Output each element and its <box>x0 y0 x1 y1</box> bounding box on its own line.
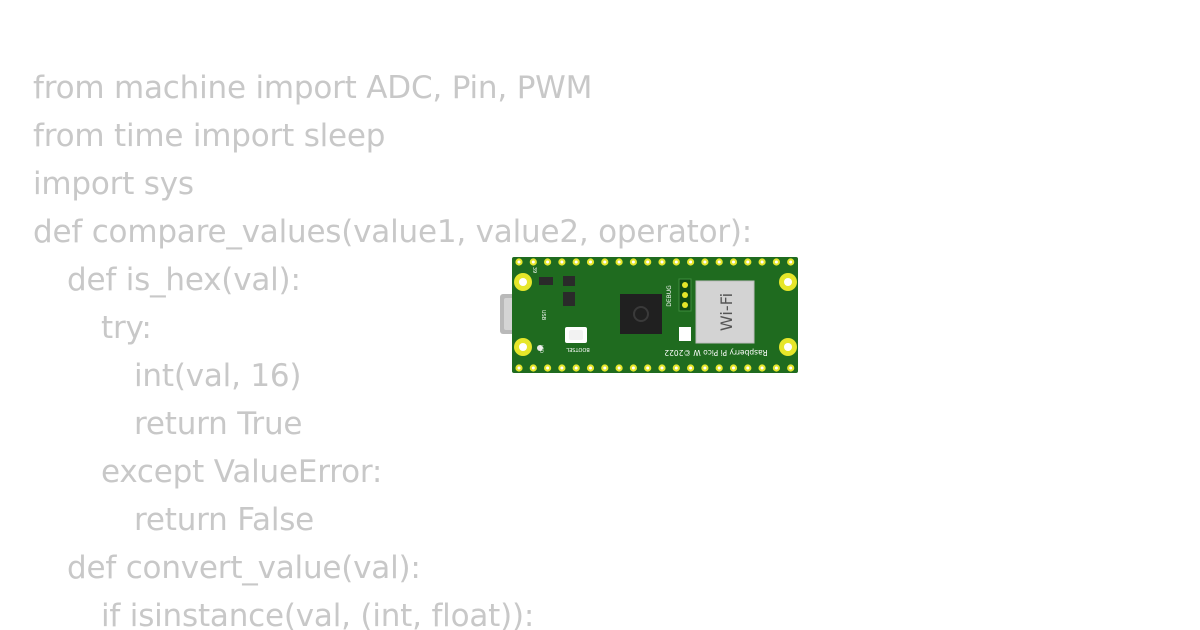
pin-row-top <box>515 258 795 266</box>
pin-hole <box>760 260 764 264</box>
rp2040-chip <box>620 294 662 334</box>
code-line: def compare_values(value1, value2, opera… <box>33 214 753 250</box>
mounting-hole <box>779 338 797 356</box>
code-line: from time import sleep <box>33 118 386 154</box>
pin-hole <box>603 366 607 370</box>
mounting-hole <box>514 338 532 356</box>
pico-w-board[interactable]: Wi-Fi Raspberry Pi Pico W ©2022 DEBUG US… <box>498 254 800 376</box>
pin-hole <box>646 260 650 264</box>
code-line: def is_hex(val): <box>67 262 301 298</box>
pin-hole <box>574 366 578 370</box>
led-label: LED <box>539 345 544 353</box>
code-line: if isinstance(val, (int, float)): <box>101 598 535 630</box>
pin-hole <box>689 260 693 264</box>
pin-hole <box>689 366 693 370</box>
pin-hole <box>560 260 564 264</box>
pin-hole <box>517 260 521 264</box>
pin-hole <box>631 366 635 370</box>
pin-number-label: 39 <box>531 266 537 274</box>
code-line: import sys <box>33 166 194 202</box>
pin-hole <box>574 260 578 264</box>
pin-hole <box>774 366 778 370</box>
pin-hole <box>660 260 664 264</box>
code-line: return True <box>134 406 303 442</box>
pin-hole <box>717 366 721 370</box>
pin-hole <box>617 366 621 370</box>
code-line: try: <box>101 310 152 346</box>
pin-hole <box>674 366 678 370</box>
pin-hole <box>732 366 735 370</box>
mounting-hole <box>514 273 532 291</box>
pin-hole <box>760 366 764 370</box>
code-line: return False <box>134 502 315 538</box>
component <box>539 277 553 285</box>
pin-hole <box>646 366 650 370</box>
debug-label: DEBUG <box>666 285 673 307</box>
usb-label: USB <box>540 309 546 321</box>
pin-hole <box>703 366 707 370</box>
pin-hole <box>546 260 550 264</box>
pin-hole <box>631 260 635 264</box>
pin-hole <box>560 366 564 370</box>
code-line: def convert_value(val): <box>67 550 421 586</box>
led-indicator <box>537 345 543 351</box>
pin-hole <box>517 366 521 370</box>
code-line: except ValueError: <box>101 454 383 490</box>
pin-hole <box>589 366 592 370</box>
pin-hole <box>732 260 735 264</box>
pin-hole <box>746 260 750 264</box>
pin-hole <box>674 260 678 264</box>
pin-row-bottom <box>515 364 795 372</box>
pin-hole <box>589 260 592 264</box>
pin-hole <box>703 260 707 264</box>
pin-hole <box>603 260 607 264</box>
pin-hole <box>660 366 664 370</box>
pin-hole <box>531 366 535 370</box>
code-line: int(val, 16) <box>134 358 302 394</box>
pin-hole <box>789 260 793 264</box>
mounting-hole <box>779 273 797 291</box>
pin-hole <box>531 260 535 264</box>
code-line: from machine import ADC, Pin, PWM <box>33 70 593 106</box>
bootsel-button[interactable] <box>565 327 587 343</box>
model-label: Raspberry Pi Pico W ©2022 <box>664 348 768 357</box>
wifi-label: Wi-Fi <box>717 292 736 332</box>
component <box>679 327 691 341</box>
pin-hole <box>717 260 721 264</box>
pin-hole <box>746 366 750 370</box>
pin-hole <box>546 366 550 370</box>
pin-hole <box>617 260 621 264</box>
wifi-module <box>695 280 755 344</box>
pin-hole <box>789 366 793 370</box>
pin-hole <box>774 260 778 264</box>
debug-header <box>678 278 692 312</box>
bootsel-label: BOOTSEL <box>566 346 590 352</box>
component <box>563 292 575 306</box>
code-preview: from machine import ADC, Pin, PWM from t… <box>33 64 752 630</box>
component <box>563 276 575 286</box>
